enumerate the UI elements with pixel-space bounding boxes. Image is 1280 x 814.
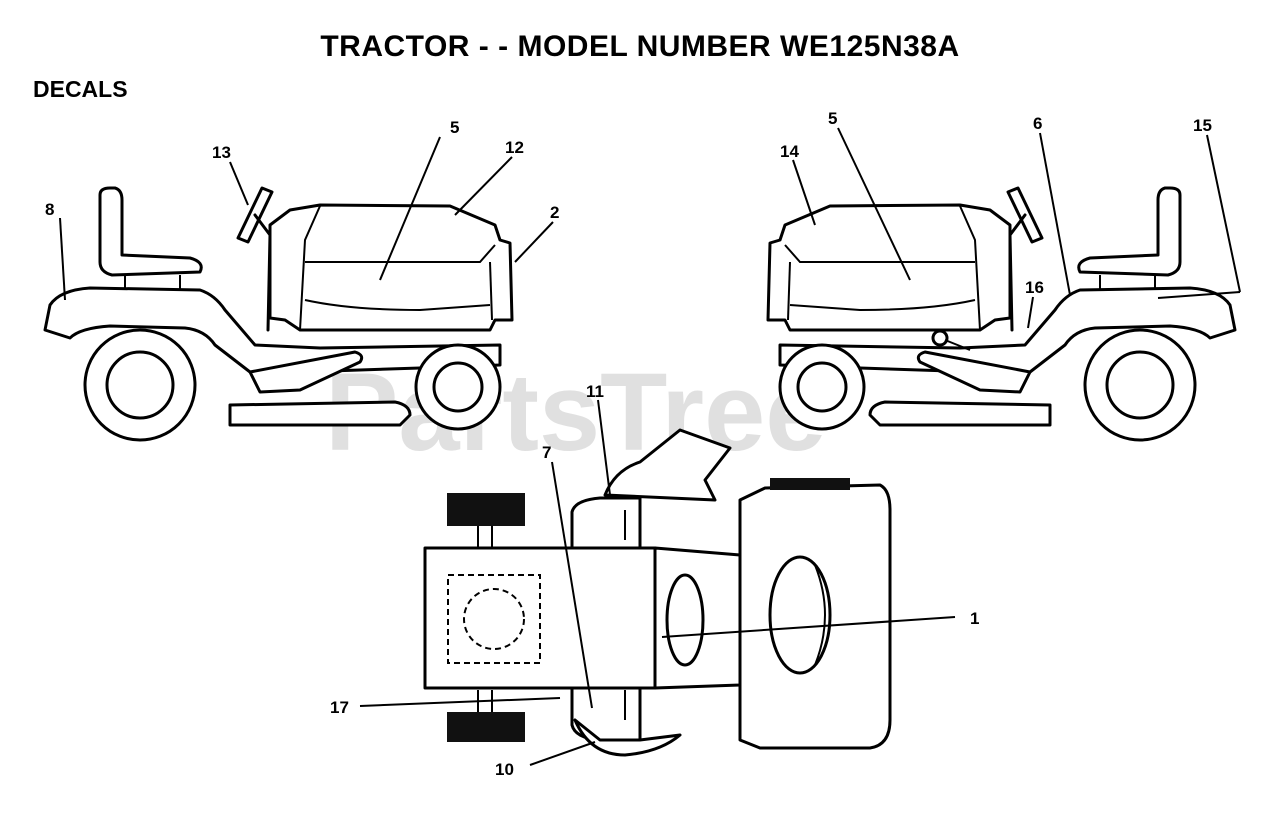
section-label: DECALS <box>33 76 128 102</box>
callout-7: 7 <box>542 443 551 462</box>
callout-14: 14 <box>780 142 799 161</box>
callout-12: 12 <box>505 138 524 157</box>
callout-16: 16 <box>1025 278 1044 297</box>
callout-17: 17 <box>330 698 349 717</box>
callout-1: 1 <box>970 609 979 628</box>
tractor-top-view <box>423 428 892 757</box>
diagram-title: TRACTOR - - MODEL NUMBER WE125N38A <box>320 30 960 63</box>
tractor-left-side-view <box>43 186 514 442</box>
callout-8: 8 <box>45 200 54 219</box>
callout-13: 13 <box>212 143 231 162</box>
callout-6: 6 <box>1033 114 1042 133</box>
callout-5-right: 5 <box>828 109 837 128</box>
rear-tire-top <box>447 493 525 526</box>
callout-15: 15 <box>1193 116 1212 135</box>
leader-lines <box>59 127 1241 766</box>
callout-11: 11 <box>586 382 604 401</box>
rear-tire-bottom <box>447 712 525 742</box>
callout-2: 2 <box>550 203 559 222</box>
tractor-right-side-view <box>766 186 1237 442</box>
callout-5-left: 5 <box>450 118 459 137</box>
callout-10: 10 <box>495 760 514 779</box>
callout-labels: 8 13 5 12 2 14 5 6 15 16 11 7 1 17 10 <box>45 109 1212 779</box>
